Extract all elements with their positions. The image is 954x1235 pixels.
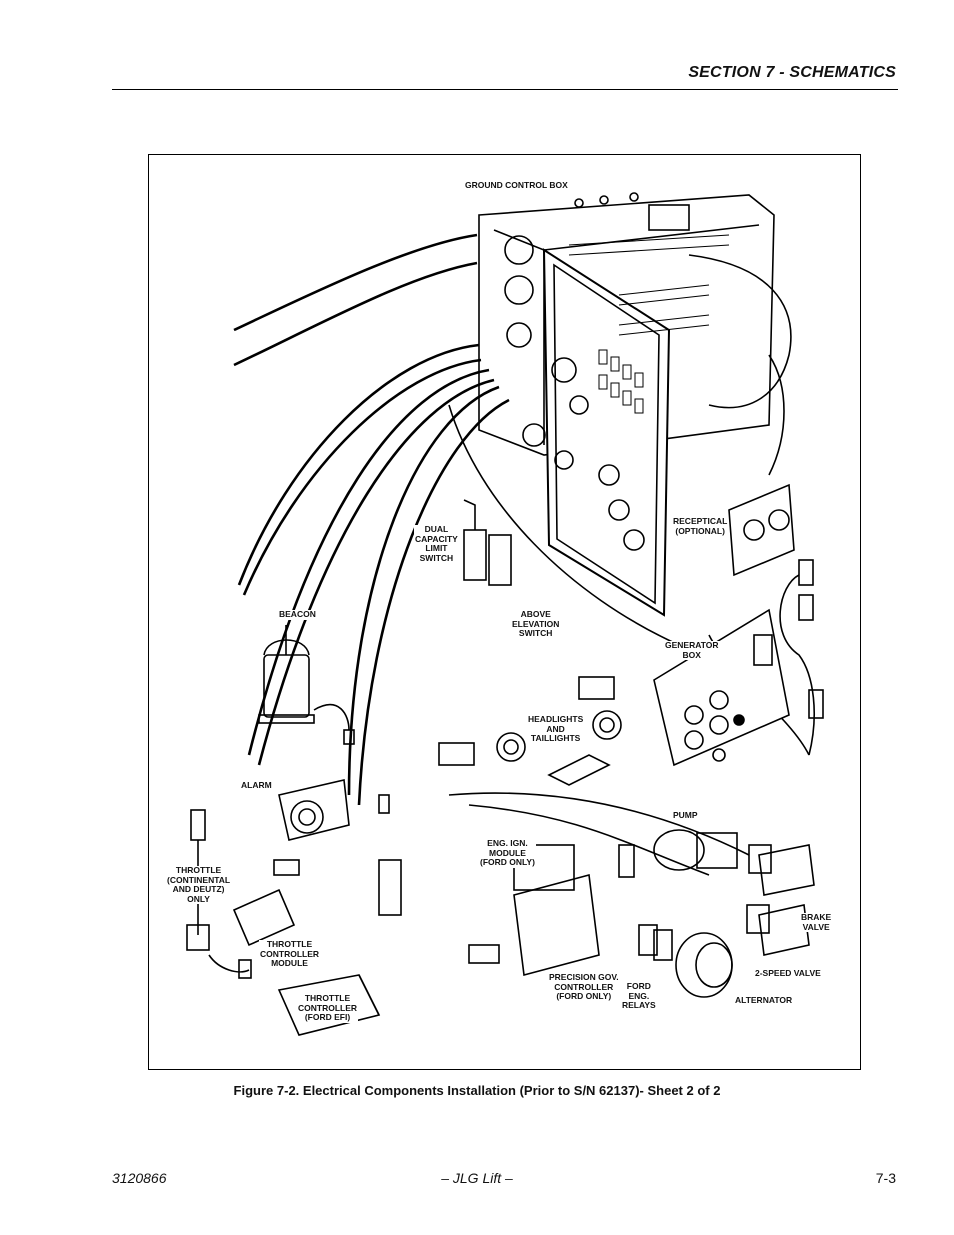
label-alternator: ALTERNATOR <box>734 995 794 1006</box>
label-throttle-controller-ford-efi: THROTTLE CONTROLLER (FORD EFI) <box>297 993 359 1023</box>
label-above-elevation-switch: ABOVE ELEVATION SWITCH <box>511 609 561 639</box>
generator-box-drawing <box>653 608 824 767</box>
label-ground-control-box: GROUND CONTROL BOX <box>464 180 569 191</box>
wiring-harness <box>233 233 510 806</box>
label-brake-valve: BRAKE VALVE <box>800 912 833 932</box>
alarm-drawing <box>278 779 390 841</box>
footer-doc-number: 3120866 <box>112 1170 167 1186</box>
label-precision-gov-controller: PRECISION GOV. CONTROLLER (FORD ONLY) <box>548 972 620 1002</box>
footer-page-number: 7-3 <box>875 1170 896 1186</box>
alternator-drawing <box>675 932 733 998</box>
label-pump: PUMP <box>672 810 699 821</box>
label-dual-capacity-limit-switch: DUAL CAPACITY LIMIT SWITCH <box>414 524 459 563</box>
schematic-figure: GROUND CONTROL BOX DUAL CAPACITY LIMIT S… <box>148 154 861 1070</box>
label-alarm: ALARM <box>240 780 273 791</box>
precision-gov-controller-drawing <box>468 844 600 977</box>
label-throttle-controller-module: THROTTLE CONTROLLER MODULE <box>259 939 321 969</box>
ford-relays-drawing <box>638 924 673 961</box>
section-title: SECTION 7 - SCHEMATICS <box>688 64 896 81</box>
label-eng-ign-module: ENG. IGN. MODULE (FORD ONLY) <box>479 838 536 868</box>
label-receptical: RECEPTICAL (OPTIONAL) <box>672 516 729 536</box>
label-ford-eng-relays: FORD ENG. RELAYS <box>621 981 657 1011</box>
label-generator-box: GENERATOR BOX <box>664 640 720 660</box>
label-2-speed-valve: 2-SPEED VALVE <box>754 968 822 979</box>
receptacle-drawing <box>728 483 814 621</box>
label-headlights-taillights: HEADLIGHTS AND TAILLIGHTS <box>527 714 585 744</box>
wiring-illustration <box>186 192 824 1036</box>
valves-drawing <box>746 844 815 956</box>
throttle-controller-module-drawing <box>232 859 300 947</box>
pump-drawing <box>618 829 738 878</box>
figure-caption: Figure 7-2. Electrical Components Instal… <box>233 1083 721 1098</box>
headlights-drawing <box>438 676 622 786</box>
ground-control-box-drawing <box>478 192 775 617</box>
header-rule <box>112 89 898 90</box>
footer-publisher: – JLG Lift – <box>441 1170 513 1186</box>
label-throttle-continental: THROTTLE (CONTINENTAL AND DEUTZ) ONLY <box>166 865 232 904</box>
label-beacon: BEACON <box>278 609 317 620</box>
limit-switch-drawing <box>463 499 512 586</box>
beacon-drawing <box>258 625 355 745</box>
